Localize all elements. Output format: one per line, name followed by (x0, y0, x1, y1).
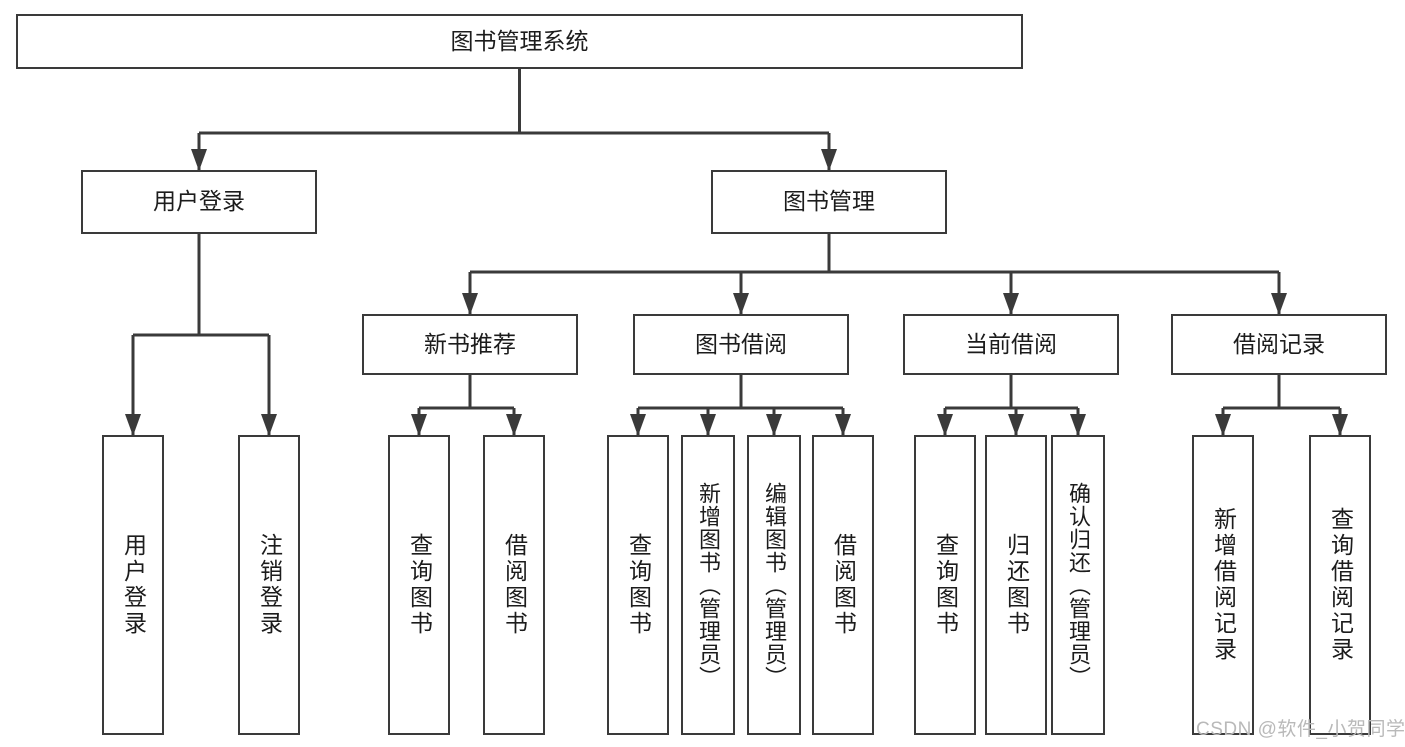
edge-arrowhead (766, 414, 782, 436)
node-new-book-rec[interactable]: 新书推荐 (362, 314, 578, 375)
node-label: 借阅记录 (1233, 330, 1325, 357)
edge-arrowhead (1008, 414, 1024, 436)
node-label: 归还图书 (1003, 533, 1030, 637)
node-leaf-query-record[interactable]: 查询借阅记录 (1309, 435, 1371, 735)
node-label: 查询图书 (406, 533, 433, 637)
node-book-manage[interactable]: 图书管理 (711, 170, 947, 234)
edge-arrowhead (1215, 414, 1231, 436)
node-leaf-query-book-rec[interactable]: 查询图书 (388, 435, 450, 735)
node-label: 用户登录 (153, 188, 245, 215)
edge-arrowhead (630, 414, 646, 436)
edge-arrowhead (125, 414, 141, 436)
node-label: 图书管理 (783, 188, 875, 215)
node-label: 注销登录 (256, 533, 283, 637)
node-borrow-record[interactable]: 借阅记录 (1171, 314, 1387, 375)
edge-arrowhead (835, 414, 851, 436)
node-user-login[interactable]: 用户登录 (81, 170, 317, 234)
node-leaf-query-book-current[interactable]: 查询图书 (914, 435, 976, 735)
node-leaf-borrow-book-rec[interactable]: 借阅图书 (483, 435, 545, 735)
edge-arrowhead (733, 293, 749, 315)
edge-arrowhead (937, 414, 953, 436)
node-book-borrow[interactable]: 图书借阅 (633, 314, 849, 375)
watermark: CSDN @软件_小贺同学 (1196, 719, 1405, 740)
node-label: 新增图书（管理员） (696, 481, 721, 689)
edge-arrowhead (1271, 293, 1287, 315)
node-leaf-confirm-return[interactable]: 确认归还（管理员） (1051, 435, 1105, 735)
node-label: 新书推荐 (424, 330, 516, 357)
node-label: 编辑图书（管理员） (762, 481, 787, 689)
edge-arrowhead (506, 414, 522, 436)
node-label: 确认归还（管理员） (1066, 481, 1091, 689)
node-label: 图书借阅 (695, 330, 787, 357)
edge-arrowhead (1332, 414, 1348, 436)
node-root[interactable]: 图书管理系统 (16, 14, 1023, 69)
node-label: 当前借阅 (965, 330, 1057, 357)
edge-arrowhead (1070, 414, 1086, 436)
node-label: 查询图书 (625, 533, 652, 637)
node-leaf-user-login[interactable]: 用户登录 (102, 435, 164, 735)
edge-arrowhead (1003, 293, 1019, 315)
node-leaf-logout[interactable]: 注销登录 (238, 435, 300, 735)
edge-arrowhead (462, 293, 478, 315)
node-leaf-edit-book[interactable]: 编辑图书（管理员） (747, 435, 801, 735)
edge-arrowhead (261, 414, 277, 436)
node-label: 借阅图书 (501, 533, 528, 637)
node-leaf-return-book[interactable]: 归还图书 (985, 435, 1047, 735)
node-current-borrow[interactable]: 当前借阅 (903, 314, 1119, 375)
node-leaf-borrow-book[interactable]: 借阅图书 (812, 435, 874, 735)
node-label: 查询借阅记录 (1327, 507, 1354, 663)
node-label: 图书管理系统 (450, 27, 589, 54)
edge-arrowhead (821, 149, 837, 171)
node-label: 新增借阅记录 (1210, 507, 1237, 663)
node-label: 查询图书 (932, 533, 959, 637)
node-leaf-query-book-borrow[interactable]: 查询图书 (607, 435, 669, 735)
node-leaf-add-record[interactable]: 新增借阅记录 (1192, 435, 1254, 735)
edge-arrowhead (411, 414, 427, 436)
node-label: 用户登录 (120, 533, 147, 637)
edge-arrowhead (191, 149, 207, 171)
node-leaf-add-book[interactable]: 新增图书（管理员） (681, 435, 735, 735)
edge-arrowhead (700, 414, 716, 436)
node-label: 借阅图书 (830, 533, 857, 637)
